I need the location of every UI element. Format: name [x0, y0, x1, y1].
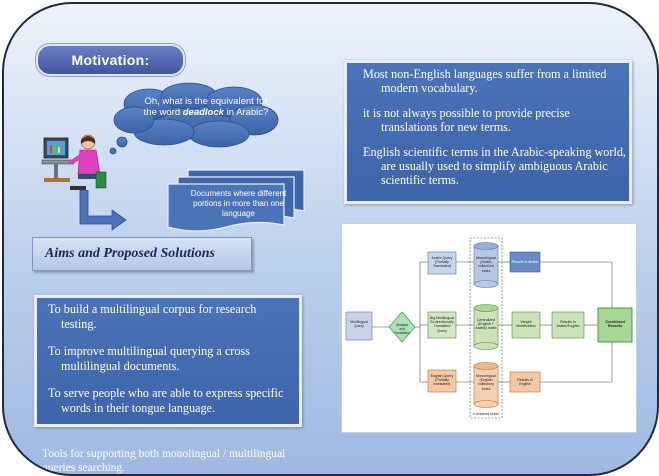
documents-text: Documents where different portions in mo… [190, 189, 287, 218]
flow-weight-mod: Weight Modification [516, 320, 536, 329]
flow-results-arabic: Results in Arabic [511, 260, 539, 264]
motivation-point: English scientific terms in the Arabic-s… [363, 145, 626, 187]
flow-combined-index: Combined Index [472, 412, 500, 416]
flow-arabic-index: Monolingual (Arabic collection) Index [476, 256, 496, 273]
aims-point: To build a multilingual corpus for resea… [48, 302, 257, 331]
flow-multilingual-query: Multilingual Query [350, 320, 368, 329]
thought-cloud [109, 82, 279, 155]
flow-analysis: Analysis and Translation [394, 323, 410, 336]
flow-english-index: Monolingual (English collection) Index [476, 374, 496, 391]
motivation-point: it is not always possible to provide pre… [363, 106, 570, 134]
flowchart-lines [345, 237, 633, 419]
flow-combined-results: Combined Results [605, 319, 625, 329]
documents-stack-icon [167, 169, 305, 232]
flow-big-query: Big Multilingual Bi-directionally Transl… [429, 316, 455, 333]
motivation-points-box: Most non-English languages suffer from a… [344, 60, 632, 204]
flowchart: Multilingual Query Analysis and Translat… [341, 223, 637, 433]
person-at-computer-icon [41, 134, 107, 190]
aims-point: To serve people who are able to express … [48, 386, 284, 415]
motivation-point: Most non-English languages suffer from a… [363, 67, 607, 95]
aims-points-box: To build a multilingual corpus for resea… [34, 295, 302, 427]
flow-english-query: English Query (Partially translated) [430, 374, 454, 387]
flow-results-english: Results in English [517, 378, 533, 387]
aims-title: Aims and Proposed Solutions [32, 237, 252, 271]
motivation-title: Motivation: [36, 44, 185, 76]
cloud-text: Oh, what is the equivalent for the word … [143, 96, 269, 118]
aims-point: To improve multilingual querying a cross… [48, 344, 250, 373]
bent-arrow-icon [79, 190, 127, 231]
flow-results-ar-en: Results in Arabic/English [556, 320, 580, 329]
flow-arabic-query: Arabic Query (Partially Translated) [431, 256, 453, 269]
tools-text: Tools for supporting both monolingual / … [42, 448, 286, 474]
flow-central-index: Centralized (English + Arabic) Index [475, 318, 497, 331]
